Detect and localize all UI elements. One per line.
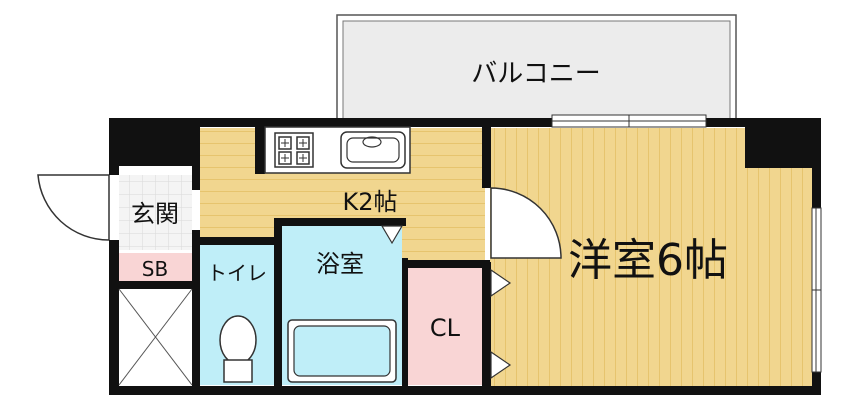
entrance-floor xyxy=(119,175,192,250)
storage-cross-icon xyxy=(118,288,193,386)
balcony: バルコニー xyxy=(336,14,737,122)
door-swing-icon-bath xyxy=(380,225,404,245)
door-swing-icon xyxy=(37,174,110,241)
bathtub-icon xyxy=(287,319,397,383)
entrance-label: 玄関 xyxy=(131,200,179,228)
kitchen-counter xyxy=(264,126,411,174)
stove-icon xyxy=(274,132,314,168)
western-room-label: 洋室6帖 xyxy=(568,235,728,286)
shoe-box xyxy=(119,253,192,281)
closet-door-icon xyxy=(490,268,512,380)
closet-label: CL xyxy=(430,314,461,342)
walls xyxy=(109,118,821,395)
window-icon-side xyxy=(811,207,822,373)
door-swing-icon-room xyxy=(490,187,562,259)
sink-icon xyxy=(340,131,406,169)
balcony-label: バルコニー xyxy=(471,59,600,89)
closet-floor xyxy=(408,268,486,385)
bathroom-label: 浴室 xyxy=(316,250,364,278)
toilet-icon xyxy=(219,315,257,383)
window-icon xyxy=(551,114,707,128)
kitchen-label: K2帖 xyxy=(342,188,397,216)
toilet-label: トイレ xyxy=(207,261,267,285)
shoe-box-label: SB xyxy=(142,257,168,281)
